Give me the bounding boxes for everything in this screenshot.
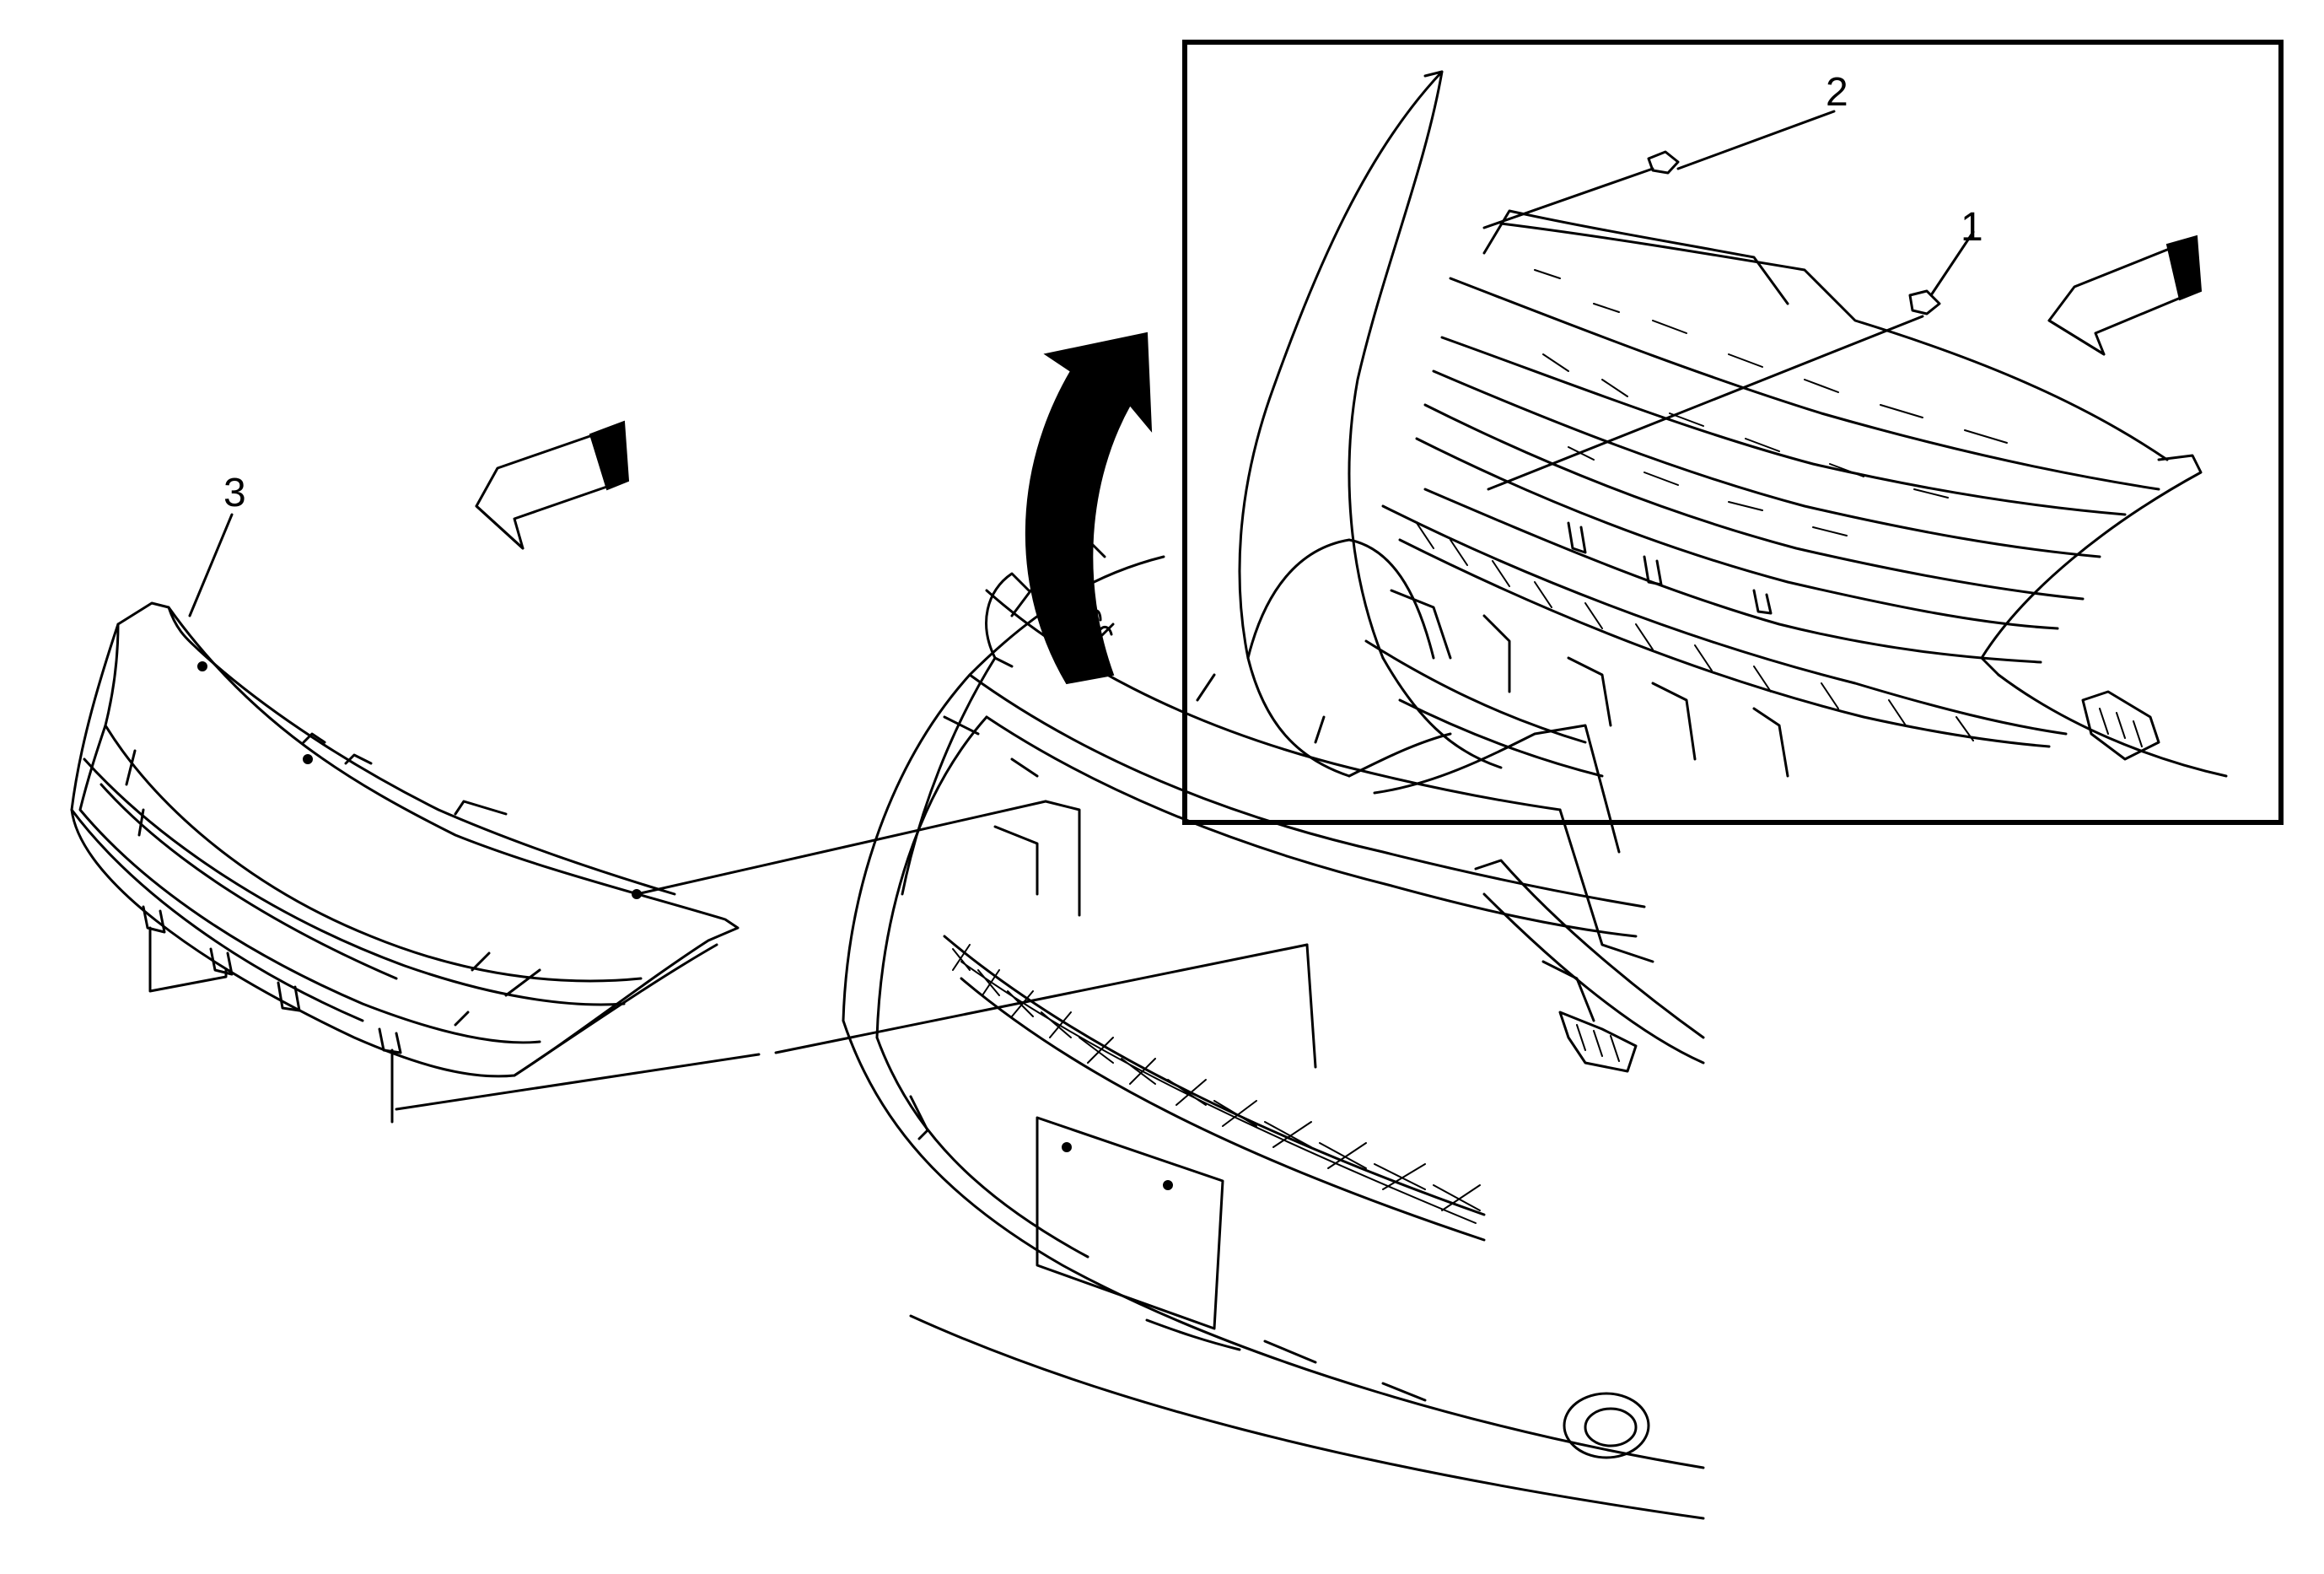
callout-label-1: 1: [1961, 205, 1983, 250]
front-bumper-fascia: [395, 538, 1705, 1520]
lower-grille-mesh: [952, 944, 1481, 1224]
detail-inset: [1182, 40, 2284, 825]
fog-lamp: [1563, 1392, 1650, 1459]
detail-view-arrow: [1025, 332, 1153, 685]
callout-label-2: 2: [1826, 70, 1848, 115]
radiator-grille: [70, 601, 740, 1124]
callout-label-3: 3: [223, 471, 246, 515]
inset-forward-arrow: [2047, 234, 2203, 356]
callout-2: 2: [1826, 70, 1848, 115]
license-plate-bracket: [1036, 1116, 1224, 1330]
callout-3: 3: [188, 471, 246, 617]
callout-1: 1: [1961, 205, 1983, 250]
forward-direction-arrow: [475, 420, 630, 550]
grille-clip-fastener: [1908, 289, 1941, 315]
